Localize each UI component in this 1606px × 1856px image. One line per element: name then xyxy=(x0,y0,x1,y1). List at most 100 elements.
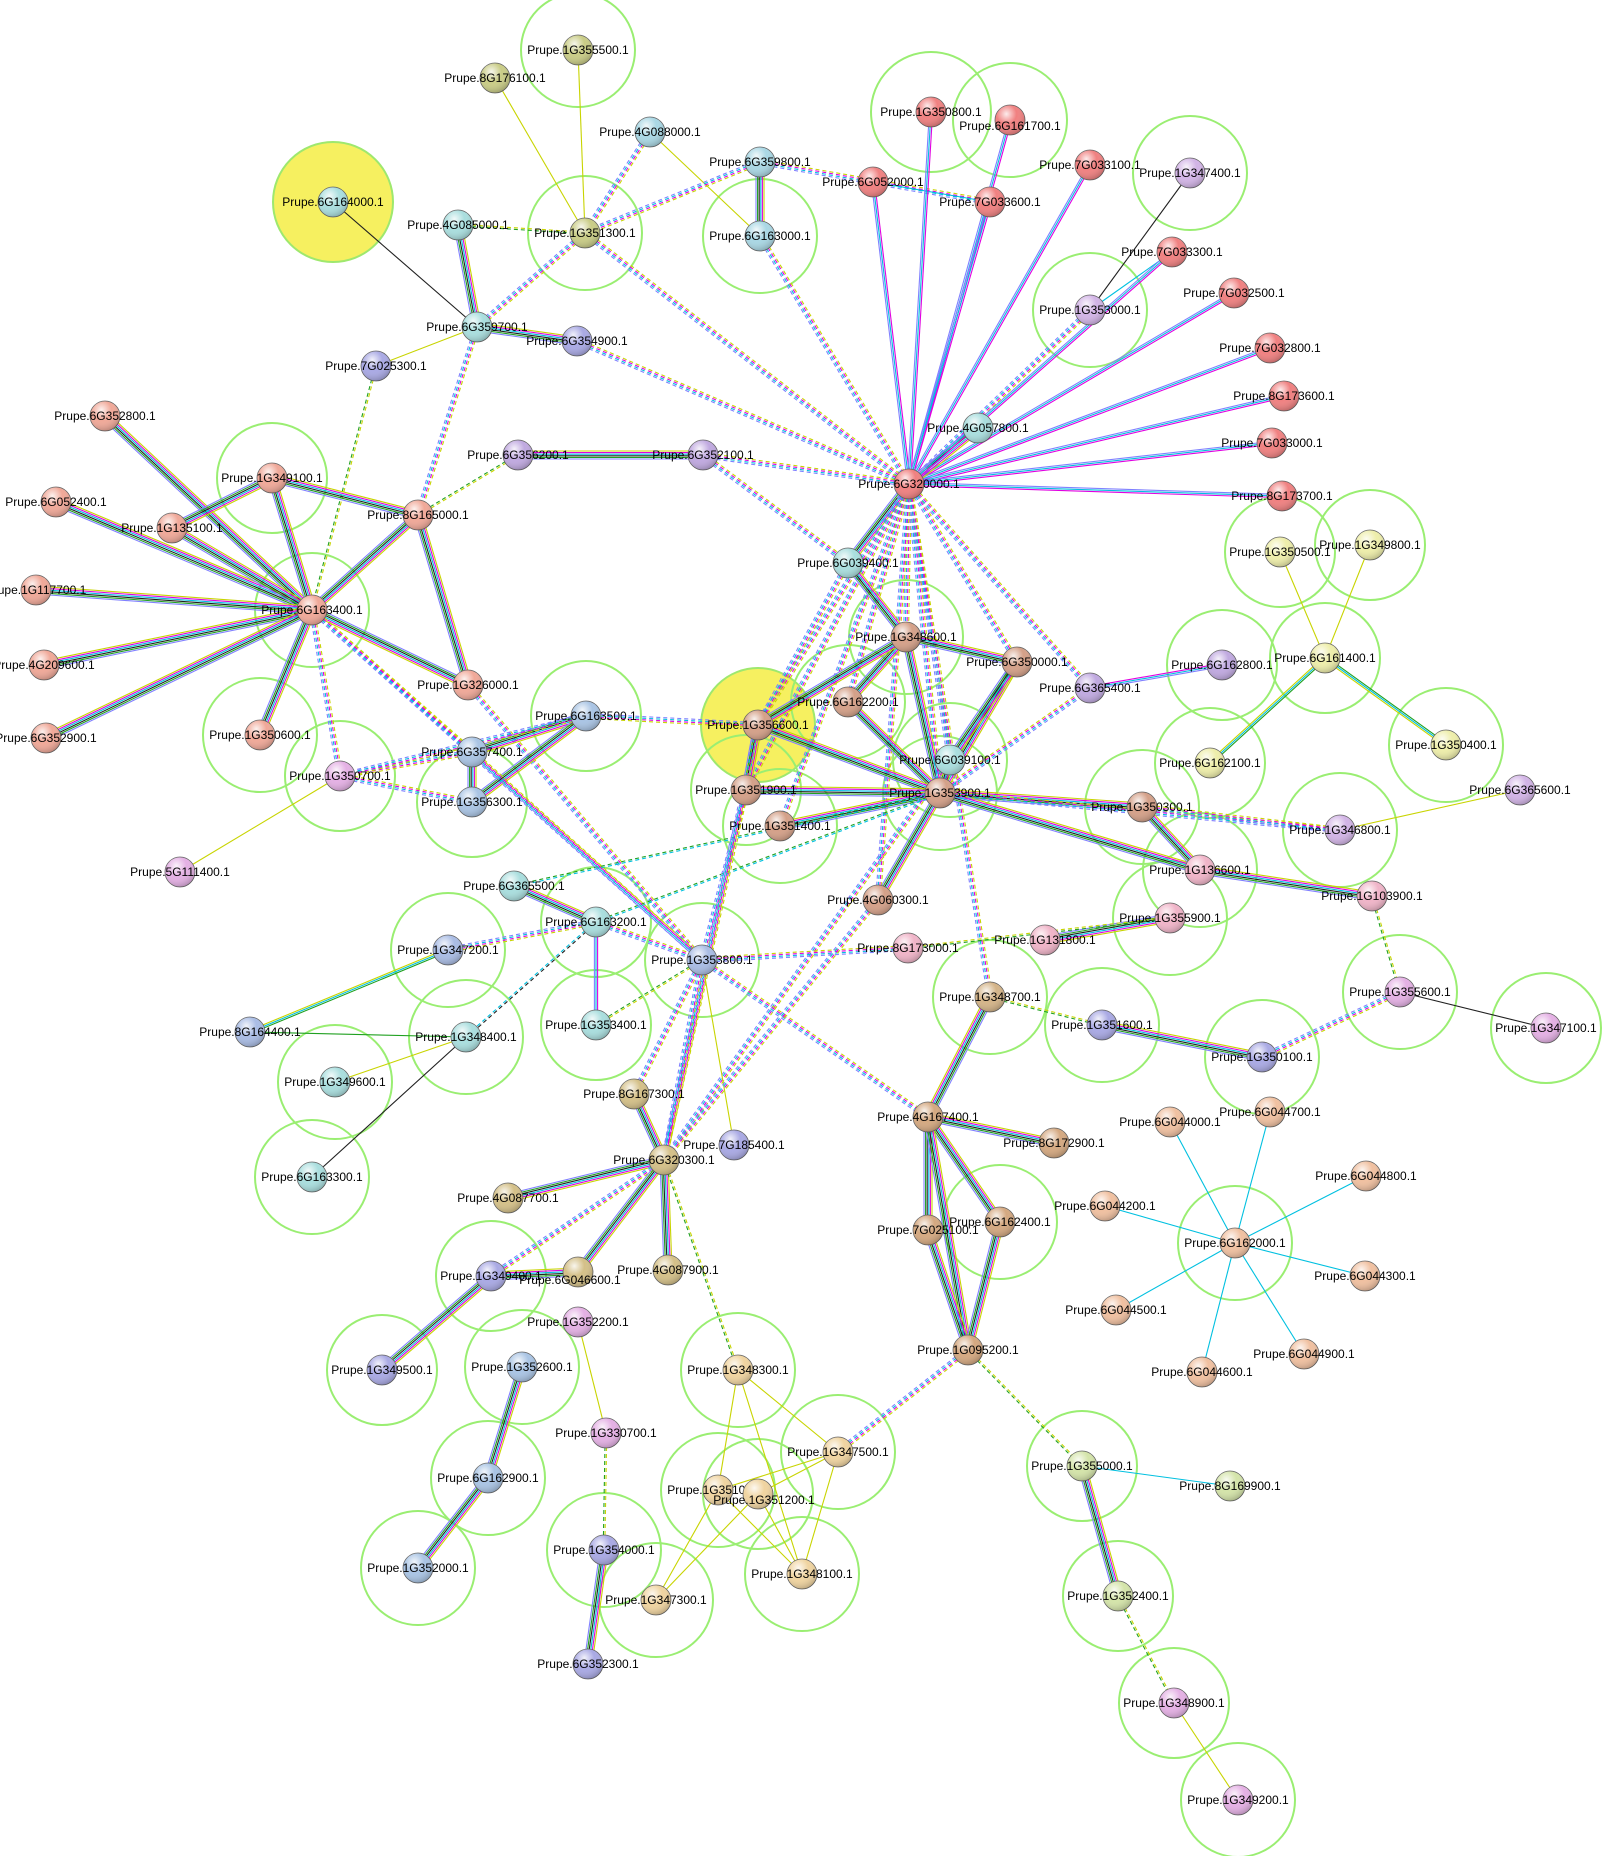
protein-node[interactable]: Prupe.6G163500.1 xyxy=(535,700,637,732)
protein-node[interactable]: Prupe.1G117700.1 xyxy=(0,574,87,606)
protein-node[interactable]: Prupe.1G352600.1 xyxy=(471,1351,573,1383)
protein-node[interactable]: Prupe.1G136600.1 xyxy=(1149,854,1251,886)
protein-node[interactable]: Prupe.7G032800.1 xyxy=(1219,332,1321,364)
protein-node[interactable]: Prupe.4G167400.1 xyxy=(877,1101,979,1133)
protein-node[interactable]: Prupe.8G164400.1 xyxy=(199,1016,301,1048)
protein-node[interactable]: Prupe.1G095200.1 xyxy=(917,1334,1019,1366)
protein-node[interactable]: Prupe.7G033600.1 xyxy=(939,186,1041,218)
protein-node[interactable]: Prupe.1G351400.1 xyxy=(729,810,831,842)
protein-node[interactable]: Prupe.6G044600.1 xyxy=(1151,1356,1253,1388)
protein-node[interactable]: Prupe.7G025100.1 xyxy=(877,1214,979,1246)
protein-node[interactable]: Prupe.6G162100.1 xyxy=(1159,747,1261,779)
protein-node[interactable]: Prupe.4G088000.1 xyxy=(599,116,701,148)
protein-node[interactable]: Prupe.1G355500.1 xyxy=(527,34,629,66)
protein-node[interactable]: Prupe.1G349600.1 xyxy=(284,1066,386,1098)
protein-node[interactable]: Prupe.6G350000.1 xyxy=(966,646,1068,678)
protein-node[interactable]: Prupe.1G350400.1 xyxy=(1395,729,1497,761)
protein-node[interactable]: Prupe.6G357400.1 xyxy=(421,736,523,768)
protein-node[interactable]: Prupe.6G044500.1 xyxy=(1065,1294,1167,1326)
protein-node[interactable]: Prupe.1G355600.1 xyxy=(1349,976,1451,1008)
protein-node[interactable]: Prupe.1G351600.1 xyxy=(1051,1009,1153,1041)
protein-node[interactable]: Prupe.1G348100.1 xyxy=(751,1558,853,1590)
protein-node[interactable]: Prupe.6G039100.1 xyxy=(899,744,1001,776)
protein-node[interactable]: Prupe.6G161400.1 xyxy=(1274,642,1376,674)
protein-node[interactable]: Prupe.6G044300.1 xyxy=(1314,1260,1416,1292)
protein-node[interactable]: Prupe.1G353900.1 xyxy=(889,777,991,809)
protein-node[interactable]: Prupe.7G032500.1 xyxy=(1183,277,1285,309)
protein-node[interactable]: Prupe.1G347100.1 xyxy=(1495,1012,1597,1044)
protein-node[interactable]: Prupe.6G365600.1 xyxy=(1469,774,1571,806)
protein-node[interactable]: Prupe.1G349800.1 xyxy=(1319,529,1421,561)
protein-node[interactable]: Prupe.5G111400.1 xyxy=(130,856,230,888)
protein-node[interactable]: Prupe.6G164000.1 xyxy=(282,186,384,218)
protein-node[interactable]: Prupe.8G169900.1 xyxy=(1179,1470,1281,1502)
protein-node[interactable]: Prupe.1G351300.1 xyxy=(534,217,636,249)
protein-node[interactable]: Prupe.1G354000.1 xyxy=(553,1534,655,1566)
protein-node[interactable]: Prupe.8G165000.1 xyxy=(367,499,469,531)
protein-node[interactable]: Prupe.6G162400.1 xyxy=(949,1206,1051,1238)
protein-node[interactable]: Prupe.6G352300.1 xyxy=(537,1648,639,1680)
protein-node[interactable]: Prupe.1G326000.1 xyxy=(417,669,519,701)
protein-node[interactable]: Prupe.1G355900.1 xyxy=(1119,902,1221,934)
protein-node[interactable]: Prupe.6G161700.1 xyxy=(959,104,1061,136)
protein-node[interactable]: Prupe.8G173700.1 xyxy=(1231,480,1333,512)
protein-node[interactable]: Prupe.6G352900.1 xyxy=(0,722,97,754)
protein-node[interactable]: Prupe.1G355000.1 xyxy=(1031,1450,1133,1482)
protein-node[interactable]: Prupe.1G330700.1 xyxy=(555,1417,657,1449)
protein-node[interactable]: Prupe.1G349400.1 xyxy=(440,1260,542,1292)
protein-node[interactable]: Prupe.1G356600.1 xyxy=(707,709,809,741)
protein-node[interactable]: Prupe.7G025300.1 xyxy=(325,350,427,382)
protein-node[interactable]: Prupe.6G039400.1 xyxy=(797,547,899,579)
protein-node[interactable]: Prupe.4G087900.1 xyxy=(617,1254,719,1286)
protein-node[interactable]: Prupe.6G163300.1 xyxy=(261,1161,363,1193)
protein-node[interactable]: Prupe.1G347500.1 xyxy=(787,1436,889,1468)
protein-node[interactable]: Prupe.1G352400.1 xyxy=(1067,1580,1169,1612)
protein-node[interactable]: Prupe.8G173600.1 xyxy=(1233,380,1335,412)
protein-node[interactable]: Prupe.1G348700.1 xyxy=(939,981,1041,1013)
protein-node[interactable]: Prupe.6G046600.1 xyxy=(519,1256,621,1288)
protein-node[interactable]: Prupe.4G060300.1 xyxy=(827,884,929,916)
protein-node[interactable]: Prupe.6G320300.1 xyxy=(613,1144,715,1176)
protein-node[interactable]: Prupe.6G352100.1 xyxy=(652,439,754,471)
protein-node[interactable]: Prupe.6G352800.1 xyxy=(54,400,156,432)
protein-node[interactable]: Prupe.1G348400.1 xyxy=(415,1021,517,1053)
protein-node[interactable]: Prupe.6G163000.1 xyxy=(709,220,811,252)
protein-node[interactable]: Prupe.1G348300.1 xyxy=(687,1354,789,1386)
protein-node[interactable]: Prupe.1G131800.1 xyxy=(994,924,1096,956)
protein-node[interactable]: Prupe.6G354900.1 xyxy=(526,325,628,357)
protein-node[interactable]: Prupe.1G347200.1 xyxy=(397,934,499,966)
protein-node[interactable]: Prupe.6G162900.1 xyxy=(437,1462,539,1494)
protein-node[interactable]: Prupe.6G365400.1 xyxy=(1039,672,1141,704)
protein-node[interactable]: Prupe.7G033100.1 xyxy=(1039,149,1141,181)
protein-node[interactable]: Prupe.1G353800.1 xyxy=(651,944,753,976)
protein-node[interactable]: Prupe.4G085000.1 xyxy=(407,209,509,241)
protein-node[interactable]: Prupe.6G044800.1 xyxy=(1315,1160,1417,1192)
protein-node[interactable]: Prupe.1G348900.1 xyxy=(1123,1687,1225,1719)
protein-node[interactable]: Prupe.1G349100.1 xyxy=(221,462,323,494)
protein-node[interactable]: Prupe.1G352000.1 xyxy=(367,1552,469,1584)
protein-node[interactable]: Prupe.6G044900.1 xyxy=(1253,1338,1355,1370)
protein-node[interactable]: Prupe.8G176100.1 xyxy=(444,62,546,94)
protein-node[interactable]: Prupe.6G163200.1 xyxy=(545,906,647,938)
protein-node[interactable]: Prupe.6G359700.1 xyxy=(426,311,528,343)
protein-node[interactable]: Prupe.7G185400.1 xyxy=(683,1129,785,1161)
protein-node[interactable]: Prupe.6G320000.1 xyxy=(858,468,960,500)
protein-node[interactable]: Prupe.1G347300.1 xyxy=(605,1584,707,1616)
protein-node[interactable]: Prupe.6G044000.1 xyxy=(1119,1106,1221,1138)
protein-node[interactable]: Prupe.6G162200.1 xyxy=(797,686,899,718)
protein-node[interactable]: Prupe.4G209600.1 xyxy=(0,649,95,681)
protein-node[interactable]: Prupe.1G350100.1 xyxy=(1211,1041,1313,1073)
protein-node[interactable]: Prupe.6G356200.1 xyxy=(467,439,569,471)
protein-node[interactable]: Prupe.1G356300.1 xyxy=(421,786,523,818)
protein-node[interactable]: Prupe.6G162000.1 xyxy=(1184,1227,1286,1259)
protein-node[interactable]: Prupe.1G349500.1 xyxy=(331,1354,433,1386)
protein-node[interactable]: Prupe.6G044200.1 xyxy=(1054,1190,1156,1222)
protein-node[interactable]: Prupe.1G350600.1 xyxy=(209,719,311,751)
protein-node[interactable]: Prupe.1G346800.1 xyxy=(1289,814,1391,846)
protein-node[interactable]: Prupe.4G057800.1 xyxy=(927,412,1029,444)
protein-node[interactable]: Prupe.4G087700.1 xyxy=(457,1182,559,1214)
protein-node[interactable]: Prupe.1G103900.1 xyxy=(1321,880,1423,912)
protein-node[interactable]: Prupe.1G350800.1 xyxy=(880,96,982,128)
protein-node[interactable]: Prupe.1G135100.1 xyxy=(121,512,223,544)
protein-node[interactable]: Prupe.8G172900.1 xyxy=(1003,1127,1105,1159)
